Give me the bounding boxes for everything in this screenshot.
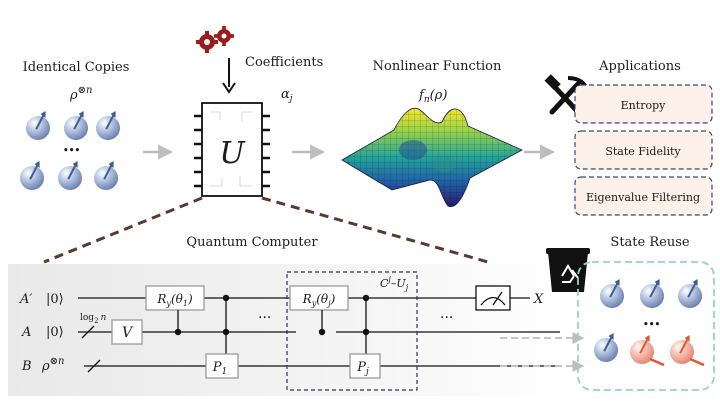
ryj-control-dot — [318, 328, 326, 336]
application-label: Eigenvalue Filtering — [586, 191, 700, 204]
alpha-j-label: αj — [281, 87, 293, 104]
coefficients-arrow-head — [222, 82, 236, 94]
wire-state-b: ρ⊗n — [41, 356, 64, 374]
reuse-qubit-blue-4 — [594, 333, 618, 362]
coefficients-title: Coefficients — [245, 55, 323, 70]
copy-qubit-2 — [64, 111, 88, 140]
recycle-bin-icon — [546, 248, 590, 292]
unitary-symbol: U — [219, 136, 246, 171]
measurement-meter-icon — [475, 285, 511, 311]
reuse-qubit-blue-1 — [600, 279, 624, 308]
pj-control-dot-mid — [362, 328, 370, 336]
pj-gate-label: Pj — [356, 360, 369, 377]
quantum-computer-panel — [8, 264, 568, 396]
ry-theta1-gate — [145, 285, 205, 311]
controlled-uj-block — [286, 271, 418, 391]
state-reuse-title: State Reuse — [610, 235, 689, 250]
zoom-connector-left — [43, 196, 203, 264]
reuse-qubit-red-1 — [630, 335, 654, 364]
circuit-dots-2: ··· — [440, 310, 453, 326]
reused-qubits — [594, 279, 705, 367]
wire-label-b: B — [21, 359, 32, 374]
reuse-qubit-blue-3 — [678, 279, 702, 308]
ry1-control-dot — [174, 328, 182, 336]
nonlinear-function-title: Nonlinear Function — [373, 59, 502, 74]
zoom-connector-right — [261, 196, 489, 264]
controlled-uj-label: Cj–Uj — [380, 275, 409, 292]
unitary-chip: U — [194, 102, 270, 197]
wire-state-a: |0⟩ — [46, 325, 64, 340]
copies-rho-symbol: ρ⊗n — [69, 85, 92, 103]
copy-qubit-1 — [26, 111, 50, 140]
ry-theta1-label: Ry(θ1) — [156, 292, 193, 308]
copy-qubit-6 — [94, 161, 118, 190]
p1-control-dot-mid — [222, 328, 230, 336]
copy-qubit-3 — [96, 111, 120, 140]
wire-label-a-prime: A′ — [19, 292, 32, 307]
ry-thetaj-gate — [289, 285, 349, 311]
application-label: Entropy — [621, 99, 666, 112]
state-reuse-box — [577, 261, 715, 391]
identical-copies-qubits — [20, 111, 120, 190]
surface-plot — [341, 107, 523, 208]
wire-state-a-prime: |0⟩ — [46, 292, 64, 307]
register-slashes — [81, 325, 101, 373]
v-gate — [111, 319, 143, 345]
measure-output-label: X — [533, 292, 544, 307]
application-item-3: Eigenvalue Filtering — [574, 176, 713, 216]
reuse-red-tail-2 — [689, 357, 705, 367]
reuse-red-tail-1 — [649, 357, 665, 367]
application-item-1: Entropy — [574, 84, 713, 124]
p1-gate-label: P1 — [212, 360, 227, 377]
application-label: State Fidelity — [605, 145, 681, 158]
reuse-qubit-blue-2 — [640, 279, 664, 308]
application-item-2: State Fidelity — [574, 130, 713, 170]
p1-control-dot-top — [222, 294, 230, 302]
p1-gate — [205, 353, 239, 379]
v-gate-label: V — [122, 325, 134, 341]
copy-qubit-5 — [58, 161, 82, 190]
pj-control-dot-top — [362, 294, 370, 302]
circuit-dots-1: ··· — [258, 310, 271, 326]
reuse-qubit-red-2 — [670, 335, 694, 364]
copy-qubit-4 — [20, 161, 44, 190]
fn-rho-label: fn(ρ) — [418, 88, 447, 105]
wire-label-a: A — [21, 325, 31, 340]
applications-title: Applications — [598, 59, 681, 74]
reuse-ellipsis: ••• — [643, 320, 660, 330]
ry-thetaj-label: Ry(θj) — [302, 292, 336, 308]
quantum-computer-title: Quantum Computer — [186, 235, 318, 250]
pj-gate — [349, 353, 381, 379]
gears-icon — [196, 26, 234, 53]
hammer-pick-icon — [544, 74, 590, 115]
identical-copies-title: Identical Copies — [23, 60, 130, 75]
copies-ellipsis: ••• — [63, 146, 80, 156]
